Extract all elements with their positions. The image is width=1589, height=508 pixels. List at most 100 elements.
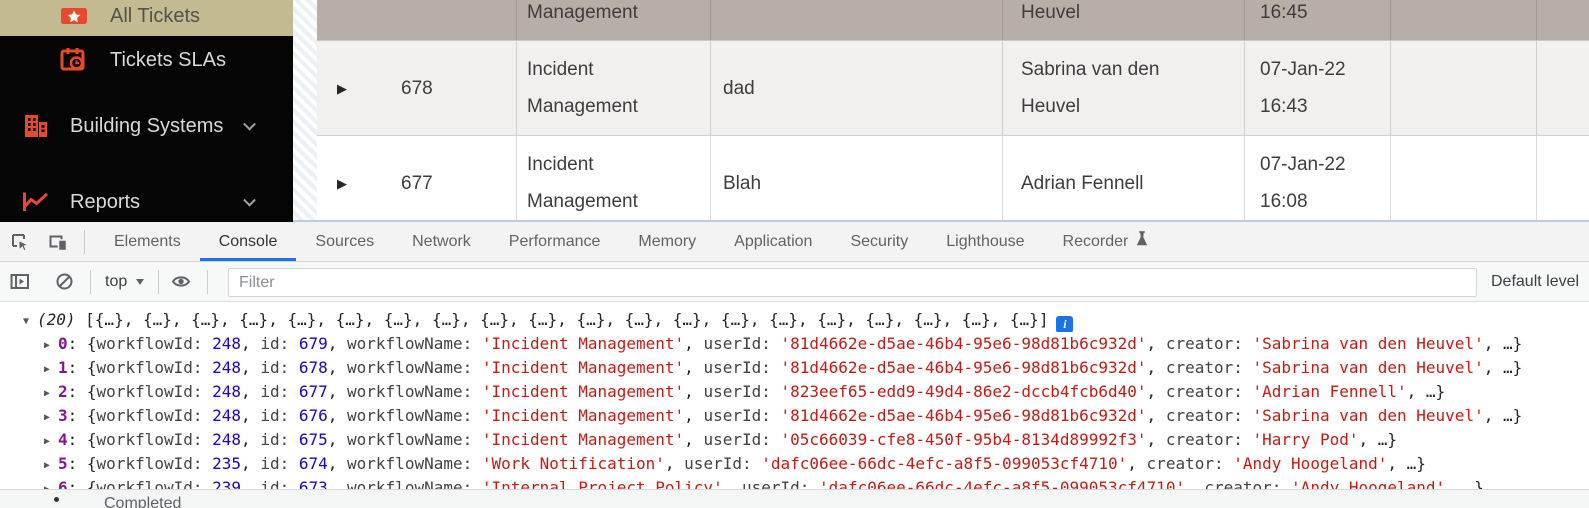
- cell-creator-text: Sabrina van den Heuvel: [1021, 1, 1081, 23]
- ticket-id: 678: [401, 77, 433, 99]
- prop-name: workflowId:: [96, 454, 213, 473]
- live-expression-eye-icon[interactable]: [169, 270, 193, 294]
- prop-value-number: 248: [212, 430, 242, 449]
- prop-name: id:: [260, 406, 299, 425]
- cell-empty: [1537, 136, 1589, 220]
- expand-entry-arrow[interactable]: ▶: [44, 388, 51, 399]
- console-token: ,: [241, 430, 261, 449]
- evaluated-info-icon[interactable]: i: [1056, 316, 1074, 332]
- prop-value-number: 674: [298, 454, 328, 473]
- sidebar-resize-gutter[interactable]: [293, 0, 317, 222]
- console-filter-input[interactable]: [228, 268, 1477, 297]
- chevron-down-icon: [136, 278, 145, 285]
- console-token: ,: [327, 358, 348, 377]
- tab-label: Memory: [638, 232, 697, 250]
- clear-console-icon[interactable]: [52, 270, 76, 294]
- console-token: ,: [684, 334, 704, 353]
- inspect-element-icon[interactable]: [8, 230, 32, 254]
- console-token: : {: [67, 430, 97, 449]
- cell-subject-text: dad: [723, 77, 755, 99]
- tab-console[interactable]: Console: [199, 222, 297, 261]
- cell-subject: Blah: [711, 136, 1003, 220]
- javascript-context-selector[interactable]: top: [105, 273, 145, 291]
- console-token: ,: [664, 454, 685, 473]
- cell-created-datetime-text: 07-Jan-22 16:43: [1260, 59, 1346, 117]
- prop-name: userId:: [703, 382, 781, 401]
- expand-row-arrow[interactable]: ▶: [337, 80, 347, 96]
- tab-security[interactable]: Security: [831, 222, 927, 261]
- prop-name: workflowId:: [96, 382, 213, 401]
- sidebar-item-all-tickets[interactable]: All Tickets: [0, 0, 293, 36]
- console-token: ,: [327, 334, 348, 353]
- prop-value-string: 'Sabrina van den Heuvel': [1252, 406, 1484, 425]
- expand-row-arrow[interactable]: ▶: [337, 175, 347, 191]
- cell-subject-text: Blah: [723, 172, 762, 194]
- entry-index: 4: [58, 430, 68, 449]
- log-levels-dropdown[interactable]: Default level: [1491, 272, 1580, 290]
- expand-entry-arrow[interactable]: ▶: [44, 364, 51, 375]
- console-entry-5: ▶5: {workflowId: 235, id: 674, workflowN…: [0, 452, 1589, 476]
- tab-lighthouse[interactable]: Lighthouse: [927, 222, 1043, 261]
- tab-network[interactable]: Network: [393, 222, 490, 261]
- tab-label: Network: [412, 232, 471, 250]
- console-sidebar-toggle-icon[interactable]: [8, 270, 32, 294]
- cell-empty: [1537, 0, 1589, 40]
- device-toolbar-icon[interactable]: [46, 230, 70, 254]
- prop-name: workflowId:: [96, 334, 213, 353]
- cell-workflow-name-text: Incident Management: [527, 1, 638, 23]
- prop-value-string: 'Sabrina van den Heuvel': [1252, 358, 1484, 377]
- console-token: ,: [1146, 430, 1166, 449]
- tab-application[interactable]: Application: [715, 222, 831, 261]
- prop-name: workflowName:: [347, 358, 482, 377]
- cell-created-datetime: 07-Jan-22 16:45: [1245, 0, 1391, 40]
- console-array-summary: ▼(20) [{…}, {…}, {…}, {…}, {…}, {…}, {…}…: [0, 308, 1589, 332]
- tab-label: Security: [850, 232, 909, 250]
- tab-recorder[interactable]: Recorder: [1044, 222, 1168, 261]
- prop-name: creator:: [1165, 430, 1253, 449]
- prop-name: workflowName:: [347, 454, 482, 473]
- prop-value-number: 676: [298, 406, 328, 425]
- prop-name: creator:: [1165, 334, 1253, 353]
- expand-entry-arrow[interactable]: ▶: [44, 412, 51, 423]
- tab-label: Lighthouse: [946, 232, 1025, 250]
- console-token: , …}: [1406, 382, 1446, 401]
- sidebar-item-reports[interactable]: Reports: [0, 182, 293, 222]
- console-token: ,: [1146, 334, 1166, 353]
- collapse-array-arrow[interactable]: ▼: [23, 316, 30, 327]
- expand-entry-arrow[interactable]: ▶: [44, 460, 51, 471]
- prop-value-string: 'Incident Management': [481, 382, 685, 401]
- prop-value-string: '823eef65-edd9-49d4-86e2-dccb4fcb6d40': [780, 382, 1147, 401]
- entry-index: 0: [58, 334, 68, 353]
- tab-sources[interactable]: Sources: [296, 222, 393, 261]
- prop-name: creator:: [1146, 454, 1234, 473]
- prop-name: userId:: [684, 454, 762, 473]
- sidebar-item-tickets-slas[interactable]: Tickets SLAs: [0, 40, 293, 80]
- expand-entry-arrow[interactable]: ▶: [44, 436, 51, 447]
- console-entry-2: ▶2: {workflowId: 248, id: 677, workflowN…: [0, 380, 1589, 404]
- tab-memory[interactable]: Memory: [619, 222, 715, 261]
- toolbar-divider: [158, 269, 160, 294]
- toolbar-divider: [207, 269, 209, 294]
- cell-workflow-name-text: Incident Management: [527, 59, 638, 117]
- cell-created-datetime: 07-Jan-22 16:43: [1245, 41, 1391, 135]
- prop-value-string: 'Incident Management': [481, 334, 685, 353]
- prop-name: userId:: [703, 430, 781, 449]
- table-row[interactable]: ▶679Incident ManagementfadsfaSabrina van…: [317, 0, 1589, 40]
- cell-workflow-name: Incident Management: [517, 136, 711, 220]
- calendar-clock-icon: [60, 47, 88, 73]
- prop-name: workflowId:: [96, 430, 213, 449]
- prop-value-string: 'Harry Pod': [1252, 430, 1359, 449]
- expand-entry-arrow[interactable]: ▶: [44, 340, 51, 351]
- tab-performance[interactable]: Performance: [490, 222, 620, 261]
- sidebar-item-building-systems[interactable]: Building Systems: [0, 106, 293, 146]
- cell-workflow-name: Incident Management: [517, 0, 711, 40]
- console-token: ,: [327, 406, 348, 425]
- tab-elements[interactable]: Elements: [95, 222, 200, 261]
- prop-name: id:: [260, 358, 299, 377]
- cell-creator: Adrian Fennell: [1003, 136, 1245, 220]
- prop-name: workflowName:: [347, 406, 482, 425]
